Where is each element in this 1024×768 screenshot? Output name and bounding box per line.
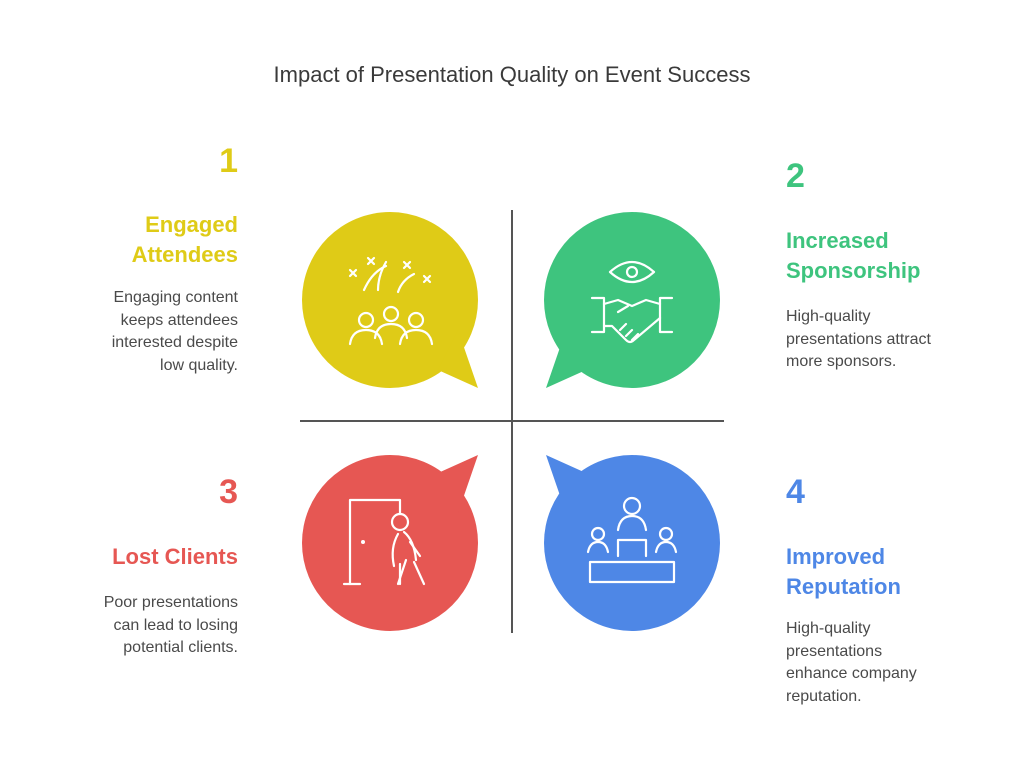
- celebrating-people-icon: [348, 256, 434, 346]
- quadrant-3-description-line-2: can lead to losing: [113, 616, 238, 634]
- quadrant-1-description-line-3: interested despite: [111, 334, 238, 351]
- quadrant-2-heading-line-1: Increased: [786, 228, 889, 253]
- quadrant-3-heading-line-1: Lost Clients: [112, 544, 238, 569]
- quadrant-2-heading-line-2: Sponsorship: [786, 258, 921, 283]
- quadrant-2-description-line-2: presentations attract: [786, 330, 931, 348]
- quadrant-1-heading-line-1: Engaged: [145, 212, 238, 237]
- diagram-title: Impact of Presentation Quality on Event …: [273, 62, 751, 87]
- quadrant-4-bubble: [544, 455, 720, 631]
- quadrant-4-description-line-3: enhance company: [786, 665, 917, 682]
- quadrant-1-description-line-4: low quality.: [160, 356, 238, 374]
- quadrant-2-description-line-1: High-quality: [786, 308, 871, 325]
- quadrant-2-number: 2: [786, 157, 805, 195]
- quadrant-1-description-line-1: Engaging content: [113, 289, 238, 306]
- quadrant-1-heading: Engaged Attendees: [40, 210, 238, 270]
- quadrant-3-description: Poor presentations can lead to losing po…: [40, 592, 238, 660]
- quadrant-4-description: High-quality presentations enhance compa…: [786, 618, 1006, 708]
- quadrant-3-description-line-3: potential clients.: [123, 639, 238, 656]
- quadrant-3-heading: Lost Clients: [40, 542, 238, 572]
- quadrant-1-number: 1: [219, 142, 238, 180]
- quadrant-4-description-line-1: High-quality: [786, 620, 871, 637]
- quadrant-4-description-line-4: reputation.: [786, 687, 862, 705]
- podium-audience-icon: [586, 496, 678, 584]
- quadrant-4-heading-line-1: Improved: [786, 544, 886, 569]
- quadrant-2-description: High-quality presentations attract more …: [786, 306, 1006, 374]
- quadrant-2-heading: Increased Sponsorship: [786, 226, 1006, 286]
- quadrant-4-description-line-2: presentations: [786, 642, 883, 660]
- eye-handshake-icon: [590, 260, 674, 344]
- quadrant-1-bubble: [302, 212, 478, 388]
- quadrant-2-bubble: [544, 212, 720, 388]
- quadrant-3-description-line-1: Poor presentations: [103, 594, 238, 611]
- quadrant-4-number: 4: [786, 473, 805, 511]
- quadrant-3-number: 3: [219, 473, 238, 511]
- quadrant-2-description-line-3: more sponsors.: [786, 353, 897, 370]
- quadrant-1-description-line-2: keeps attendees: [120, 311, 238, 329]
- person-leaving-door-icon: [342, 498, 426, 586]
- quadrant-1-description: Engaging content keeps attendees interes…: [40, 287, 238, 377]
- quadrant-3-bubble: [302, 455, 478, 631]
- quadrant-1-heading-line-2: Attendees: [131, 242, 238, 267]
- quadrant-4-heading-line-2: Reputation: [786, 574, 901, 599]
- quadrant-4-heading: Improved Reputation: [786, 542, 1006, 602]
